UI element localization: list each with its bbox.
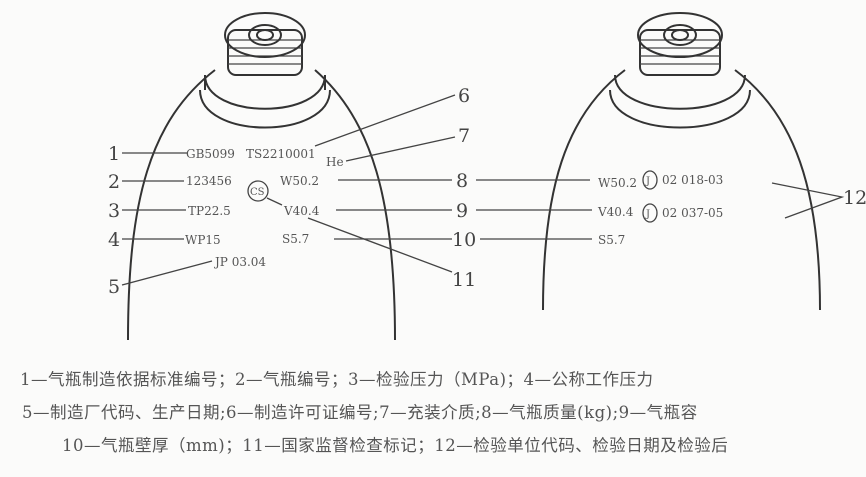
callout-2: 2 [108, 171, 120, 193]
inspection-symbol-circle-1 [642, 170, 658, 190]
mark-standard: GB5099 [186, 147, 235, 161]
callout-11: 11 [452, 269, 476, 291]
callout-4: 4 [108, 229, 120, 251]
inspection-symbol-2: J [645, 209, 650, 220]
callout-1: 1 [108, 143, 120, 165]
callout-7: 7 [458, 125, 470, 147]
caption-line-1: 1—气瓶制造依据标准编号；2—气瓶编号；3—检验压力（MPa)；4—公称工作压力 [20, 370, 654, 389]
mark-medium: He [326, 155, 344, 169]
leader-lines [121, 94, 845, 286]
inspection-record-1: 02 018-03 [662, 173, 723, 187]
callout-12: 12 [843, 187, 866, 209]
mark-license: TS2210001 [246, 147, 316, 161]
diagram-svg: 1 2 3 4 5 6 7 8 9 10 11 12 GB5099 TS2210… [108, 12, 866, 341]
right-mark-volume: V40.4 [597, 205, 634, 219]
mark-thickness: S5.7 [282, 232, 309, 246]
callout-9: 9 [456, 200, 468, 222]
callout-10: 10 [452, 229, 476, 251]
callout-5: 5 [108, 276, 120, 298]
inspection-symbol-circle-2 [642, 203, 658, 223]
mark-weight: W50.2 [280, 174, 319, 188]
inspection-record-2: 02 037-05 [662, 206, 723, 220]
left-cylinder [127, 12, 396, 341]
mark-test-pressure: TP22.5 [188, 204, 231, 218]
inspection-mark-circle [247, 180, 269, 202]
mark-maker-date: JP 03.04 [213, 255, 266, 269]
inspection-symbol-1: J [645, 176, 650, 187]
right-mark-weight: W50.2 [598, 176, 637, 190]
right-cylinder [542, 12, 821, 311]
caption-line-3: 10—气瓶壁厚（mm)；11—国家监督检查标记；12—检验单位代码、检验日期及检… [62, 436, 729, 455]
right-mark-thickness: S5.7 [598, 233, 625, 247]
callout-6: 6 [458, 85, 470, 107]
mark-inspection: CS [250, 187, 265, 198]
callout-3: 3 [108, 200, 120, 222]
callout-8: 8 [456, 170, 468, 192]
mark-volume: V40.4 [283, 204, 320, 218]
mark-work-pressure: WP15 [185, 233, 221, 247]
caption-line-2: 5—制造厂代码、生产日期;6—制造许可证编号;7—充装介质;8—气瓶质量(kg)… [22, 403, 698, 422]
mark-serial: 123456 [186, 174, 232, 188]
